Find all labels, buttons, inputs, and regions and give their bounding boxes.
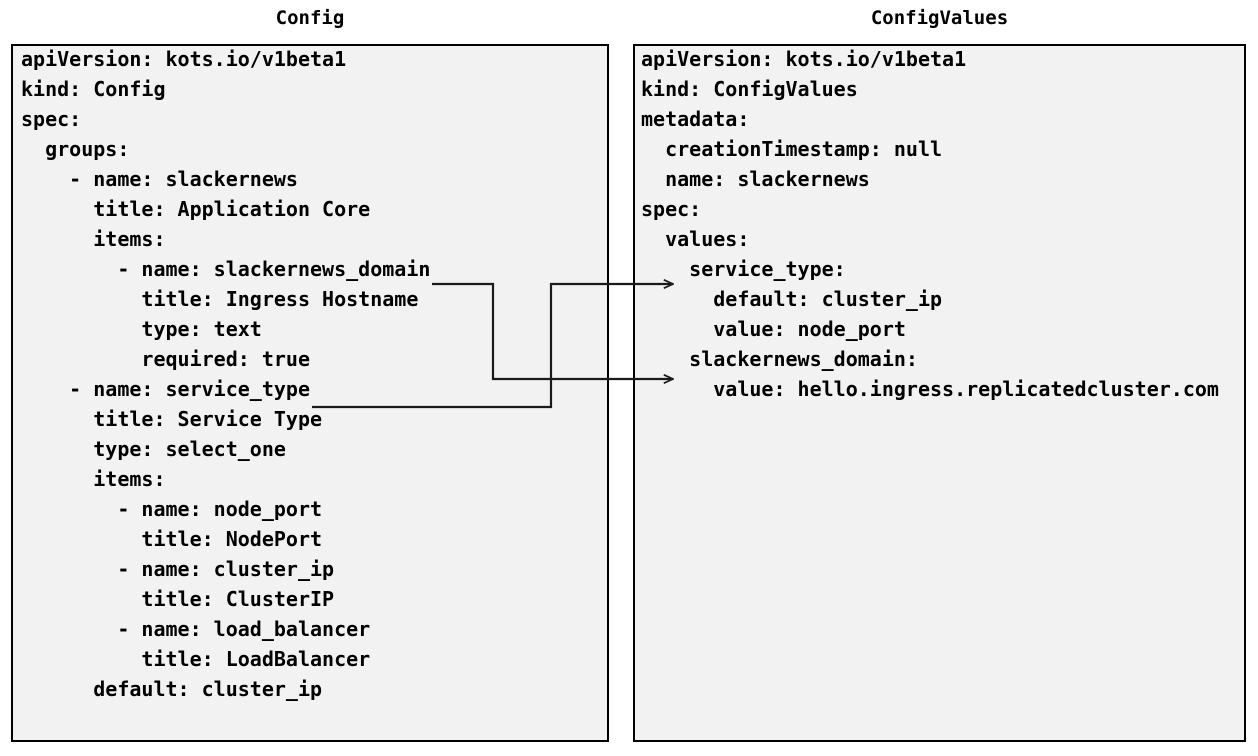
config-panel-title: Config	[275, 7, 345, 29]
configvalues-panel	[633, 44, 1246, 742]
config-panel	[11, 44, 609, 742]
configvalues-panel-title: ConfigValues	[870, 7, 1009, 29]
